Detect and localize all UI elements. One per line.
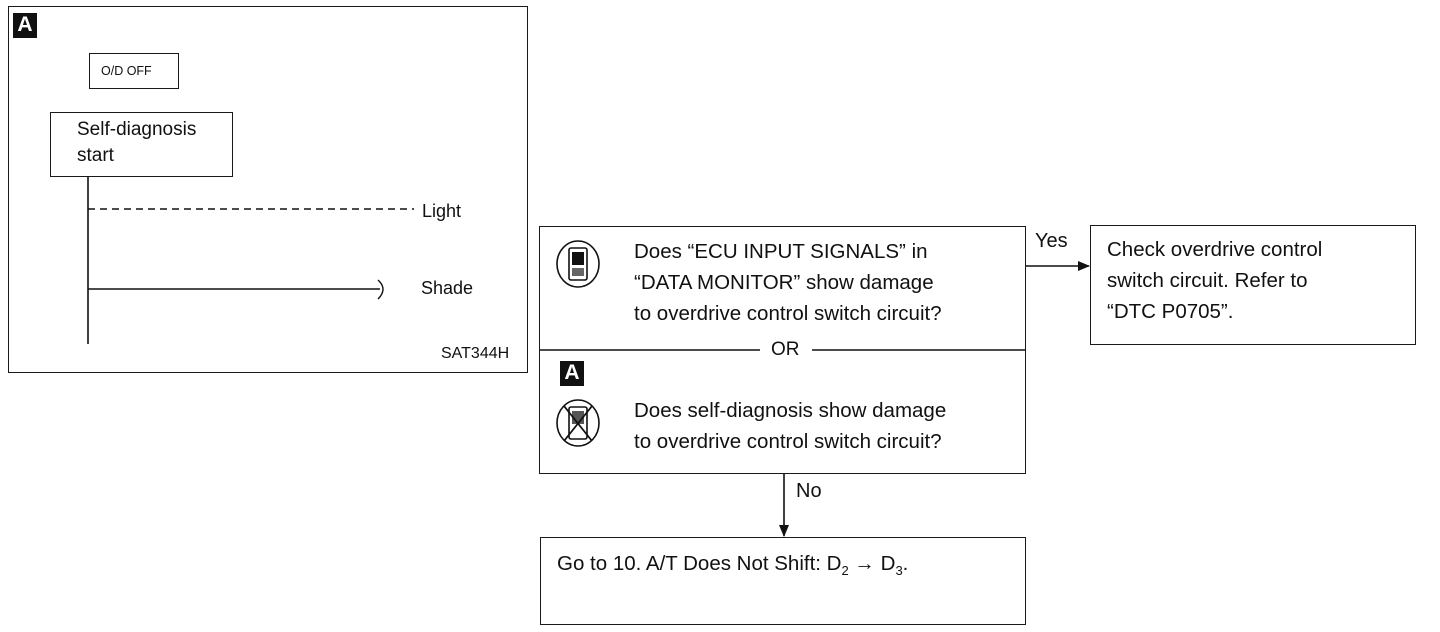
no-consult-tester-icon [556, 399, 600, 447]
question-a-badge: A [560, 361, 584, 386]
consult-question-line1: Does “ECU INPUT SIGNALS” in [634, 240, 928, 263]
no-result-d: D [880, 552, 896, 575]
yes-result-line1: Check overdrive control [1107, 238, 1323, 261]
or-separator-label: OR [765, 334, 806, 365]
self-diagnosis-start-box: Self-diagnosis start [50, 112, 233, 177]
self-diagnosis-start-line2: start [77, 145, 114, 166]
self-diag-question-line2: to overdrive control switch circuit? [634, 430, 942, 453]
yes-result-line3: “DTC P0705”. [1107, 300, 1234, 323]
light-label: Light [422, 201, 462, 221]
no-result-end: . [902, 552, 909, 575]
consult-question-line2: “DATA MONITOR” show damage [634, 271, 934, 294]
yes-result-box: Check overdrive control switch circuit. … [1090, 225, 1416, 345]
consult-tester-icon [556, 240, 600, 288]
no-result-arrow: → [854, 552, 875, 575]
no-result-sub1: 2 [841, 563, 849, 579]
shade-label: Shade [421, 278, 474, 298]
self-diagnosis-start-line1: Self-diagnosis [77, 119, 197, 140]
shade-curl [377, 279, 384, 300]
panel-a-badge: A [13, 13, 37, 38]
no-result-main: Go to 10. A/T Does Not Shift: D [557, 552, 842, 575]
no-result-sub2: 3 [895, 563, 903, 579]
figure-code-label: SAT344H [441, 345, 510, 362]
self-diagnosis-figure-panel: A O/D OFF Self-diagnosis start Light Sha… [8, 6, 528, 373]
consult-question-line3: to overdrive control switch circuit? [634, 302, 942, 325]
yes-branch-label: Yes [1035, 230, 1068, 252]
od-off-label: O/D OFF [101, 64, 152, 78]
yes-result-line2: switch circuit. Refer to [1107, 269, 1308, 292]
self-diag-question-line1: Does self-diagnosis show damage [634, 399, 947, 422]
no-result-text: Go to 10. A/T Does Not Shift: D2 → D3. [557, 548, 908, 586]
no-branch-label: No [796, 480, 822, 502]
od-off-switch-box: O/D OFF [89, 53, 179, 89]
no-result-box: Go to 10. A/T Does Not Shift: D2 → D3. [540, 537, 1026, 625]
